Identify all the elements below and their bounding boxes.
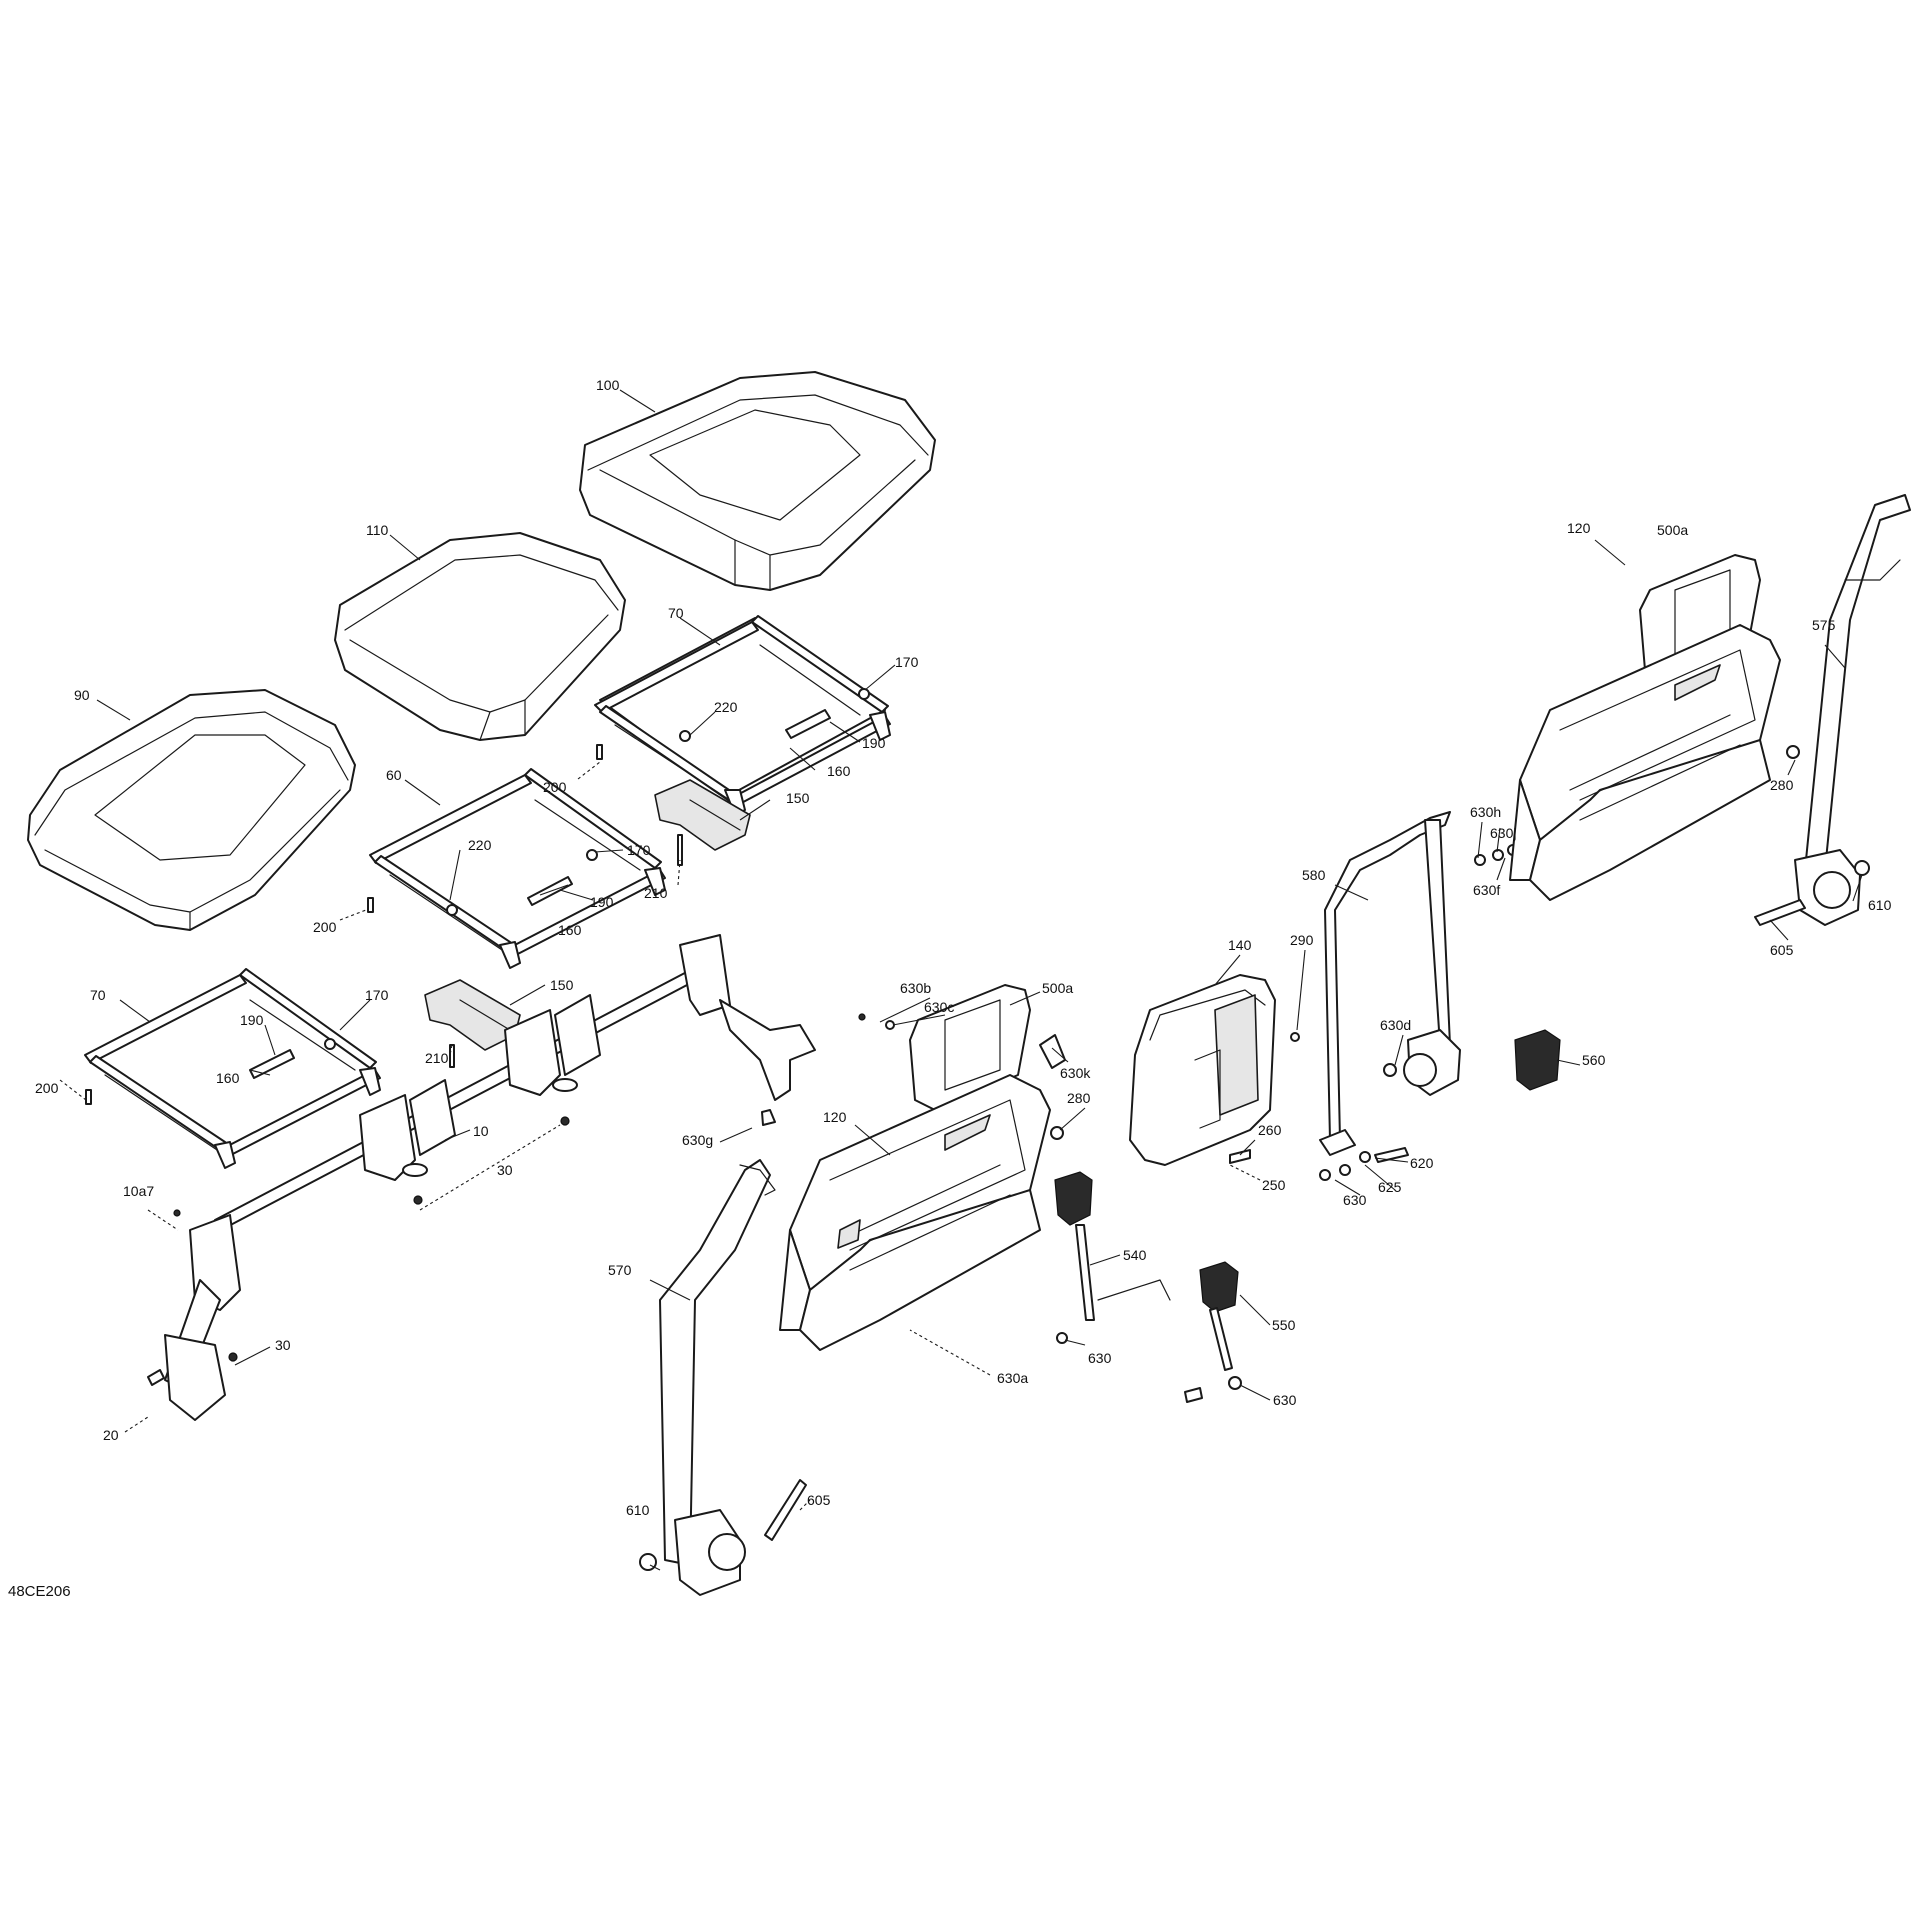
seat-belt-575 (1754, 494, 1911, 926)
callout-160-bottom: 160 (216, 1070, 240, 1086)
callout-280-mid: 280 (1067, 1090, 1091, 1106)
callout-630a: 630a (997, 1370, 1028, 1386)
callout-260: 260 (1258, 1122, 1282, 1138)
callout-550: 550 (1272, 1317, 1296, 1333)
latch-150-mid (424, 979, 521, 1051)
callout-540: 540 (1123, 1247, 1147, 1263)
callout-575: 575 (1812, 617, 1836, 633)
backrest-120-right (1509, 624, 1800, 901)
callout-220-top: 220 (714, 699, 738, 715)
base-tube-10 (147, 934, 816, 1421)
seat-frame-70-bottom (84, 968, 381, 1169)
callout-220-mid: 220 (468, 837, 492, 853)
callout-630j: 630j (1490, 825, 1516, 841)
callout-630b: 630b (900, 980, 931, 996)
backrest-120-mid (779, 1074, 1064, 1351)
callout-630c: 630c (924, 999, 954, 1015)
callout-170-bottom: 170 (365, 987, 389, 1003)
buckle-550 (1184, 1261, 1242, 1403)
callout-70-bottom: 70 (90, 987, 106, 1003)
callout-70-top: 70 (668, 605, 684, 621)
callout-500a-right: 500a (1657, 522, 1688, 538)
callout-625: 625 (1378, 1179, 1402, 1195)
callout-10a7: 10a7 (123, 1183, 154, 1199)
callout-30-lower: 30 (275, 1337, 291, 1353)
callout-630-buckle550: 630 (1273, 1392, 1297, 1408)
callout-190-bottom: 190 (240, 1012, 264, 1028)
callout-140: 140 (1228, 937, 1252, 953)
callout-20: 20 (103, 1427, 119, 1443)
callout-10: 10 (473, 1123, 489, 1139)
seat-frame-70-top (594, 615, 891, 816)
leader-lines (59, 389, 1863, 1571)
callout-210-top: 210 (644, 885, 668, 901)
callout-610-right: 610 (1868, 897, 1892, 913)
callout-labels: 100 110 90 70 170 220 190 160 200 150 21… (8, 377, 1892, 1600)
callout-30-mid: 30 (497, 1162, 513, 1178)
callout-630g: 630g (682, 1132, 713, 1148)
callout-280-right: 280 (1770, 777, 1794, 793)
callout-610-left: 610 (626, 1502, 650, 1518)
callout-560: 560 (1582, 1052, 1606, 1068)
callout-630h: 630h (1470, 804, 1501, 820)
callout-580: 580 (1302, 867, 1326, 883)
callout-190-mid: 190 (590, 894, 614, 910)
callout-120-mid: 120 (823, 1109, 847, 1125)
backrest-140 (1129, 974, 1300, 1166)
callout-630-buckle540: 630 (1088, 1350, 1112, 1366)
callout-605-left: 605 (807, 1492, 831, 1508)
seat-cushion-100 (579, 371, 936, 591)
callout-630f: 630f (1473, 882, 1500, 898)
callout-160-top: 160 (827, 763, 851, 779)
seat-belt-570 (639, 1109, 807, 1596)
seat-frame-60 (369, 768, 666, 969)
callout-120-right: 120 (1567, 520, 1591, 536)
callout-570: 570 (608, 1262, 632, 1278)
bracket-630k (1039, 1034, 1066, 1069)
callout-605-right: 605 (1770, 942, 1794, 958)
callout-60: 60 (386, 767, 402, 783)
seat-cushion-90 (27, 689, 356, 931)
frame-hardware (85, 688, 870, 1105)
diagram-code: 48CE206 (8, 1583, 71, 1600)
callout-170-mid: 170 (627, 842, 651, 858)
callout-210-mid: 210 (425, 1050, 449, 1066)
callout-290: 290 (1290, 932, 1314, 948)
callout-150-top: 150 (786, 790, 810, 806)
buckle-540 (1054, 1171, 1171, 1344)
fob-560 (1514, 1029, 1561, 1091)
callout-200-bottom: 200 (35, 1080, 59, 1096)
callout-200-top: 200 (543, 779, 567, 795)
callout-620: 620 (1410, 1155, 1434, 1171)
callout-200-mid: 200 (313, 919, 337, 935)
callout-190-top: 190 (862, 735, 886, 751)
callout-110: 110 (366, 522, 389, 538)
latch-150-top (654, 779, 751, 851)
seat-cushion-110 (334, 532, 626, 741)
callout-170-top: 170 (895, 654, 919, 670)
callout-630d: 630d (1380, 1017, 1411, 1033)
callout-630-belt580: 630 (1343, 1192, 1367, 1208)
callout-500a-mid: 500a (1042, 980, 1073, 996)
callout-630k: 630k (1060, 1065, 1091, 1081)
callout-150-mid: 150 (550, 977, 574, 993)
callout-250: 250 (1262, 1177, 1286, 1193)
callout-160-mid: 160 (558, 922, 582, 938)
callout-90: 90 (74, 687, 90, 703)
seat-belt-580 (1319, 811, 1519, 1181)
callout-100: 100 (596, 377, 620, 393)
